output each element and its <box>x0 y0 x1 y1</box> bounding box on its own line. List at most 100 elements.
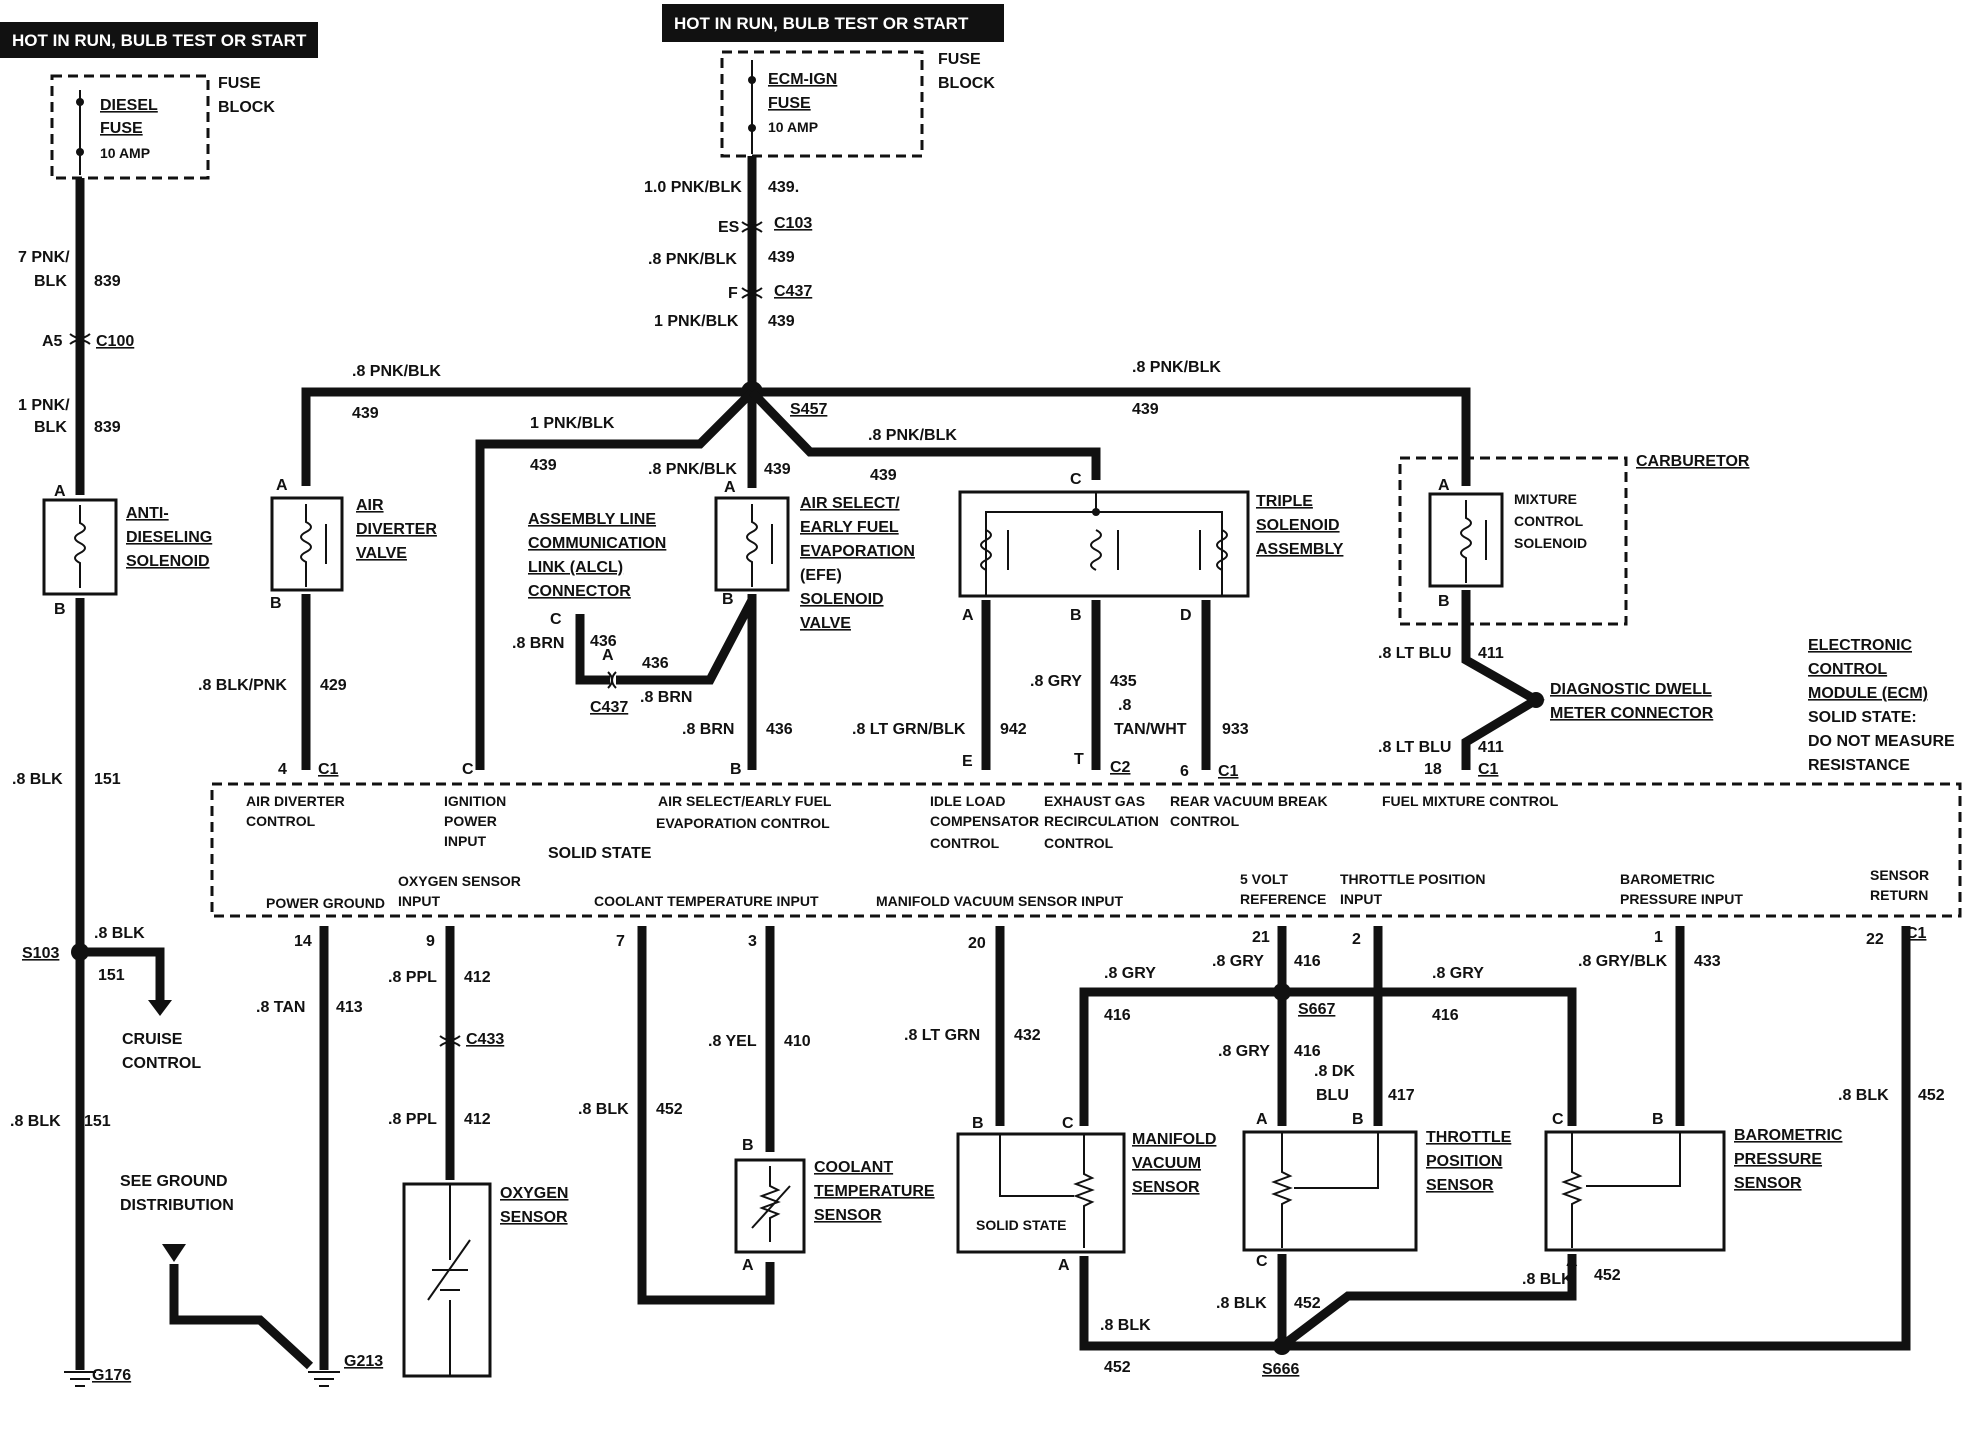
svg-text:7: 7 <box>616 933 625 950</box>
svg-text:B: B <box>1438 593 1450 610</box>
wire-436-efe-link <box>616 597 756 685</box>
svg-text:FUSE: FUSE <box>768 95 811 112</box>
svg-text:.8 BRN: .8 BRN <box>512 635 564 652</box>
svg-text:CONNECTOR: CONNECTOR <box>528 583 631 600</box>
svg-text:411: 411 <box>1478 739 1504 756</box>
wire-452-map <box>1079 1256 1282 1351</box>
svg-text:VALVE: VALVE <box>356 545 407 562</box>
svg-text:E: E <box>962 753 973 770</box>
svg-text:A: A <box>742 1257 754 1274</box>
svg-text:1 PNK/BLK: 1 PNK/BLK <box>654 313 739 330</box>
dwell-meter-label: DIAGNOSTIC DWELL <box>1550 681 1712 698</box>
svg-text:C1: C1 <box>1218 763 1239 780</box>
svg-text:.8 LT GRN: .8 LT GRN <box>904 1027 980 1044</box>
left-power-header-text: HOT IN RUN, BULB TEST OR START <box>12 31 307 50</box>
svg-text:4: 4 <box>278 761 287 778</box>
svg-text:SENSOR: SENSOR <box>1132 1179 1200 1196</box>
efe-label: AIR SELECT/ <box>800 495 900 512</box>
variable-arrow-icon <box>427 1239 471 1301</box>
svg-text:411: 411 <box>1478 645 1504 662</box>
svg-text:412: 412 <box>464 1111 491 1128</box>
ground-g213: G213 <box>344 1353 383 1370</box>
svg-text:B: B <box>1352 1111 1364 1128</box>
wire-436-alcl <box>575 614 610 685</box>
svg-text:.8 BLK: .8 BLK <box>1522 1271 1573 1288</box>
alcl-label: ASSEMBLY LINE <box>528 511 656 528</box>
solenoid-coil-icon <box>74 505 86 588</box>
tps-resistor-icon <box>1271 1132 1293 1248</box>
svg-text:10 AMP: 10 AMP <box>768 119 818 135</box>
svg-text:SENSOR: SENSOR <box>500 1209 568 1226</box>
svg-text:B: B <box>972 1115 984 1132</box>
mixture-coil-icon <box>1460 500 1472 583</box>
svg-text:439: 439 <box>764 461 791 478</box>
svg-text:INPUT: INPUT <box>444 833 486 849</box>
svg-text:151: 151 <box>94 771 121 788</box>
diesel-fuse-block <box>50 74 210 180</box>
triple-coil-a-icon <box>980 529 992 571</box>
connector-c100-symbol <box>69 333 91 345</box>
triple-solenoid-assembly <box>958 490 1250 598</box>
baro-resistor-icon <box>1561 1132 1583 1248</box>
svg-text:C1: C1 <box>1478 761 1499 778</box>
svg-text:BLOCK: BLOCK <box>218 99 275 116</box>
diesel-fuse-block-label: FUSE <box>218 75 261 92</box>
svg-text:3: 3 <box>748 933 757 950</box>
mixture-label: MIXTURE <box>1514 491 1577 507</box>
svg-text:METER CONNECTOR: METER CONNECTOR <box>1550 705 1714 722</box>
svg-text:439: 439 <box>870 467 897 484</box>
ground-dist-arrow-icon <box>162 1244 186 1262</box>
svg-text:A5: A5 <box>42 333 63 350</box>
svg-text:.8 BLK: .8 BLK <box>578 1101 629 1118</box>
map-resistor-icon <box>1073 1134 1095 1248</box>
svg-text:F: F <box>728 285 738 302</box>
svg-text:C: C <box>1552 1111 1564 1128</box>
thermistor-icon <box>759 1166 781 1242</box>
svg-text:.8 GRY: .8 GRY <box>1104 965 1156 982</box>
svg-text:.8 GRY: .8 GRY <box>1432 965 1484 982</box>
svg-text:C: C <box>1256 1253 1268 1270</box>
svg-text:439: 439 <box>768 249 795 266</box>
ecm-label-rear-vacuum: REAR VACUUM BREAK <box>1170 793 1328 809</box>
cruise-arrow-icon <box>148 1000 172 1016</box>
svg-text:.8 PNK/BLK: .8 PNK/BLK <box>868 427 957 444</box>
svg-text:.8 BLK: .8 BLK <box>1216 1295 1267 1312</box>
svg-text:B: B <box>1652 1111 1664 1128</box>
anti-dieseling-label: ANTI- <box>126 505 169 522</box>
connector-c437b: C437 <box>590 699 628 716</box>
svg-text:.8 TAN: .8 TAN <box>256 999 305 1016</box>
svg-text:452: 452 <box>1918 1087 1945 1104</box>
svg-text:412: 412 <box>464 969 491 986</box>
svg-text:VACUUM: VACUUM <box>1132 1155 1201 1172</box>
svg-text:RETURN: RETURN <box>1870 887 1928 903</box>
svg-text:BLOCK: BLOCK <box>938 75 995 92</box>
svg-text:TEMPERATURE: TEMPERATURE <box>814 1183 935 1200</box>
svg-text:.8 BLK: .8 BLK <box>12 771 63 788</box>
svg-text:B: B <box>1070 607 1082 624</box>
svg-text:.8 GRY: .8 GRY <box>1030 673 1082 690</box>
svg-text:SOLENOID: SOLENOID <box>800 591 884 608</box>
svg-text:SENSOR: SENSOR <box>814 1207 882 1224</box>
svg-text:A: A <box>276 477 288 494</box>
throttle-position-sensor <box>1242 1130 1418 1252</box>
svg-text:A: A <box>1256 1111 1268 1128</box>
svg-text:435: 435 <box>1110 673 1137 690</box>
svg-text:RESISTANCE: RESISTANCE <box>1808 757 1910 774</box>
map-solid-state: SOLID STATE <box>976 1217 1066 1233</box>
air-diverter-label: AIR <box>356 497 384 514</box>
ecm-label-coolant: COOLANT TEMPERATURE INPUT <box>594 893 819 909</box>
svg-text:FUSE: FUSE <box>100 120 143 137</box>
svg-text:EVAPORATION CONTROL: EVAPORATION CONTROL <box>656 815 830 831</box>
svg-text:RECIRCULATION: RECIRCULATION <box>1044 813 1159 829</box>
svg-text:436: 436 <box>766 721 793 738</box>
svg-text:2: 2 <box>1352 931 1361 948</box>
svg-text:439.: 439. <box>768 179 799 196</box>
svg-text:COMMUNICATION: COMMUNICATION <box>528 535 666 552</box>
svg-text:ECM-IGN: ECM-IGN <box>768 71 837 88</box>
svg-text:A: A <box>54 483 66 500</box>
svg-text:413: 413 <box>336 999 363 1016</box>
svg-text:.8 PNK/BLK: .8 PNK/BLK <box>1132 359 1221 376</box>
svg-text:.8 PNK/BLK: .8 PNK/BLK <box>648 251 737 268</box>
svg-text:839: 839 <box>94 273 121 290</box>
svg-text:(EFE): (EFE) <box>800 567 842 584</box>
